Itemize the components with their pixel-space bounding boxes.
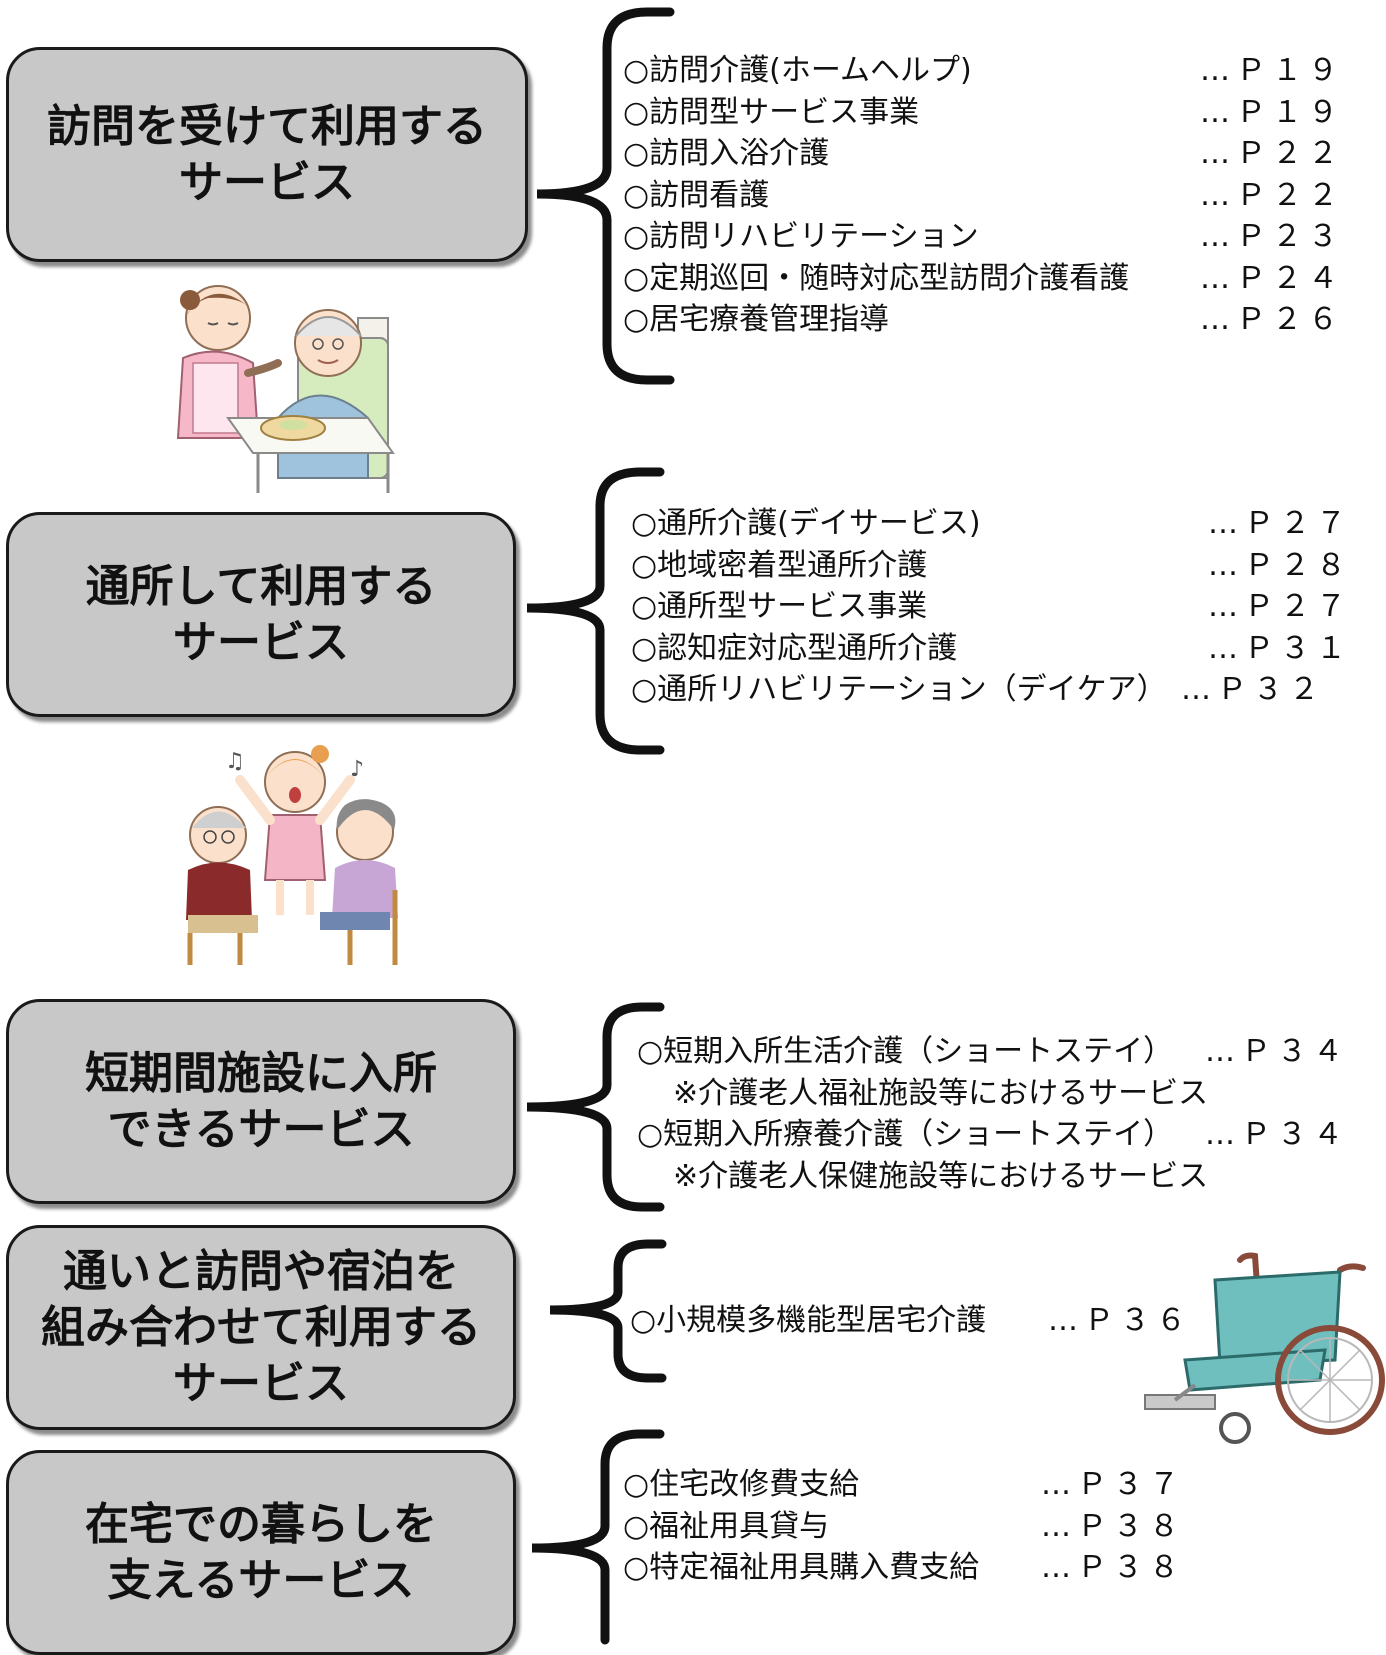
service-item: ○居宅療養管理指導 …Ｐ２６	[623, 299, 1344, 341]
service-list-short-stay: ○短期入所生活介護（ショートステイ） …Ｐ３４ ※介護老人福祉施設等におけるサービ…	[637, 1031, 1349, 1197]
brace-short-stay	[526, 1002, 665, 1212]
service-item: ○小規模多機能型居宅介護 …Ｐ３６	[630, 1300, 1192, 1342]
wheelchair-illustration	[1144, 1252, 1385, 1444]
service-name: ○通所介護(デイサービス)	[631, 506, 981, 541]
service-list-home-life: ○住宅改修費支給 …Ｐ３７ ○福祉用具貸与 …Ｐ３８ ○特定福祉用具購入費支給 …Ｐ３…	[623, 1464, 1185, 1589]
category-box-multifunction: 通いと訪問や宿泊を 組み合わせて利用する サービス	[6, 1225, 516, 1430]
service-list-day: ○通所介護(デイサービス) …Ｐ２７ ○地域密着型通所介護 …Ｐ２８ ○通所型サービ…	[631, 503, 1352, 711]
category-title-line: サービス	[173, 616, 349, 668]
service-page: …Ｐ３１	[1208, 630, 1352, 666]
category-box-home-life: 在宅での暮らしを 支えるサービス	[6, 1450, 516, 1655]
service-item: ○訪問介護(ホームヘルプ) …Ｐ１９	[623, 50, 1344, 92]
service-name: ○通所型サービス事業	[631, 589, 928, 624]
service-item: ○福祉用具貸与 …Ｐ３８	[623, 1506, 1185, 1548]
service-name: ○通所リハビリテーション（デイケア）	[631, 672, 1167, 707]
service-item: ○特定福祉用具購入費支給 …Ｐ３８	[623, 1547, 1185, 1589]
category-box-short-stay: 短期間施設に入所 できるサービス	[6, 999, 516, 1204]
service-page: …Ｐ２８	[1208, 547, 1352, 583]
service-item: ○短期入所療養介護（ショートステイ） …Ｐ３４	[637, 1114, 1349, 1156]
service-page: …Ｐ２７	[1208, 506, 1352, 541]
service-page: …Ｐ３２	[1181, 672, 1325, 707]
service-page: …Ｐ２３	[1200, 219, 1344, 254]
service-page: …Ｐ２２	[1200, 136, 1344, 171]
category-title-line: 通いと訪問や宿泊を	[63, 1245, 459, 1297]
service-page: …Ｐ２６	[1200, 302, 1344, 337]
caregiver-feeding-illustration	[176, 285, 395, 493]
svg-text:♫: ♫	[225, 749, 245, 774]
brace-visit	[536, 7, 675, 385]
category-title-line: できるサービス	[107, 1103, 415, 1155]
service-name: ○訪問リハビリテーション	[623, 219, 979, 254]
service-page: …Ｐ２７	[1208, 589, 1352, 624]
brace-multifunction	[549, 1239, 667, 1383]
service-item: ○定期巡回・随時対応型訪問介護看護 …Ｐ２４	[623, 258, 1344, 300]
service-item: ○訪問入浴介護 …Ｐ２２	[623, 133, 1344, 175]
category-title-line: 訪問を受けて利用する	[47, 100, 487, 152]
service-note: ※介護老人福祉施設等におけるサービス	[673, 1075, 1209, 1111]
service-name: ○短期入所生活介護（ショートステイ）	[637, 1034, 1174, 1069]
service-item: ○住宅改修費支給 …Ｐ３７	[623, 1464, 1185, 1506]
service-page: …Ｐ１９	[1200, 53, 1344, 88]
service-item: ○通所リハビリテーション（デイケア） …Ｐ３２	[631, 669, 1352, 711]
service-item: ○地域密着型通所介護 …Ｐ２８	[631, 545, 1352, 587]
service-item: ○訪問型サービス事業 …Ｐ１９	[623, 92, 1344, 134]
service-page: …Ｐ３７	[1041, 1467, 1185, 1502]
brace-day	[526, 467, 665, 755]
category-title-line: 通所して利用する	[85, 560, 437, 612]
service-page: …Ｐ３８	[1041, 1550, 1185, 1585]
category-title-line: 支えるサービス	[107, 1554, 415, 1606]
service-name: ○訪問入浴介護	[623, 136, 830, 171]
category-title-line: 短期間施設に入所	[85, 1047, 437, 1099]
service-name: ○地域密着型通所介護	[631, 547, 928, 583]
service-page: …Ｐ３４	[1205, 1117, 1349, 1152]
service-item: ○通所介護(デイサービス) …Ｐ２７	[631, 503, 1352, 545]
service-item: ○訪問リハビリテーション …Ｐ２３	[623, 216, 1344, 258]
svg-text:♪: ♪	[350, 757, 364, 782]
category-title-line: 組み合わせて利用する	[41, 1301, 481, 1353]
service-item: ○認知症対応型通所介護 …Ｐ３１	[631, 628, 1352, 670]
category-box-day: 通所して利用する サービス	[6, 512, 516, 717]
service-name: ○認知症対応型通所介護	[631, 630, 958, 666]
day-service-illustration: ♫ ♪	[186, 745, 398, 965]
service-note: ※介護老人保健施設等におけるサービス	[673, 1158, 1209, 1194]
service-list-multifunction: ○小規模多機能型居宅介護 …Ｐ３６	[630, 1300, 1192, 1342]
service-item: ○短期入所生活介護（ショートステイ） …Ｐ３４	[637, 1031, 1349, 1073]
service-name: ○福祉用具貸与	[623, 1508, 830, 1544]
service-name: ○訪問介護(ホームヘルプ)	[623, 53, 972, 88]
service-page: …Ｐ３４	[1205, 1034, 1349, 1069]
service-name: ○居宅療養管理指導	[623, 302, 890, 337]
service-page: …Ｐ３６	[1048, 1303, 1192, 1338]
service-page: …Ｐ３８	[1041, 1508, 1185, 1544]
category-box-visit: 訪問を受けて利用する サービス	[6, 47, 528, 262]
service-page: …Ｐ１９	[1200, 94, 1344, 130]
service-list-visit: ○訪問介護(ホームヘルプ) …Ｐ１９ ○訪問型サービス事業 …Ｐ１９ ○訪問入浴介護…	[623, 50, 1344, 341]
brace-home-life	[531, 1429, 665, 1645]
category-title-line: サービス	[173, 1357, 349, 1409]
service-page: …Ｐ２２	[1200, 177, 1344, 213]
service-item: ○通所型サービス事業 …Ｐ２７	[631, 586, 1352, 628]
service-name: ○特定福祉用具購入費支給	[623, 1550, 980, 1585]
service-name: ○訪問看護	[623, 177, 770, 213]
category-title-line: 在宅での暮らしを	[85, 1498, 437, 1550]
service-name: ○定期巡回・随時対応型訪問介護看護	[623, 260, 1130, 296]
service-page: …Ｐ２４	[1200, 260, 1344, 296]
service-name: ○住宅改修費支給	[623, 1467, 860, 1502]
category-title-line: サービス	[179, 156, 355, 208]
service-name: ○小規模多機能型居宅介護	[630, 1303, 987, 1338]
service-name: ○訪問型サービス事業	[623, 94, 920, 130]
service-name: ○短期入所療養介護（ショートステイ）	[637, 1117, 1174, 1152]
service-item: ○訪問看護 …Ｐ２２	[623, 175, 1344, 217]
